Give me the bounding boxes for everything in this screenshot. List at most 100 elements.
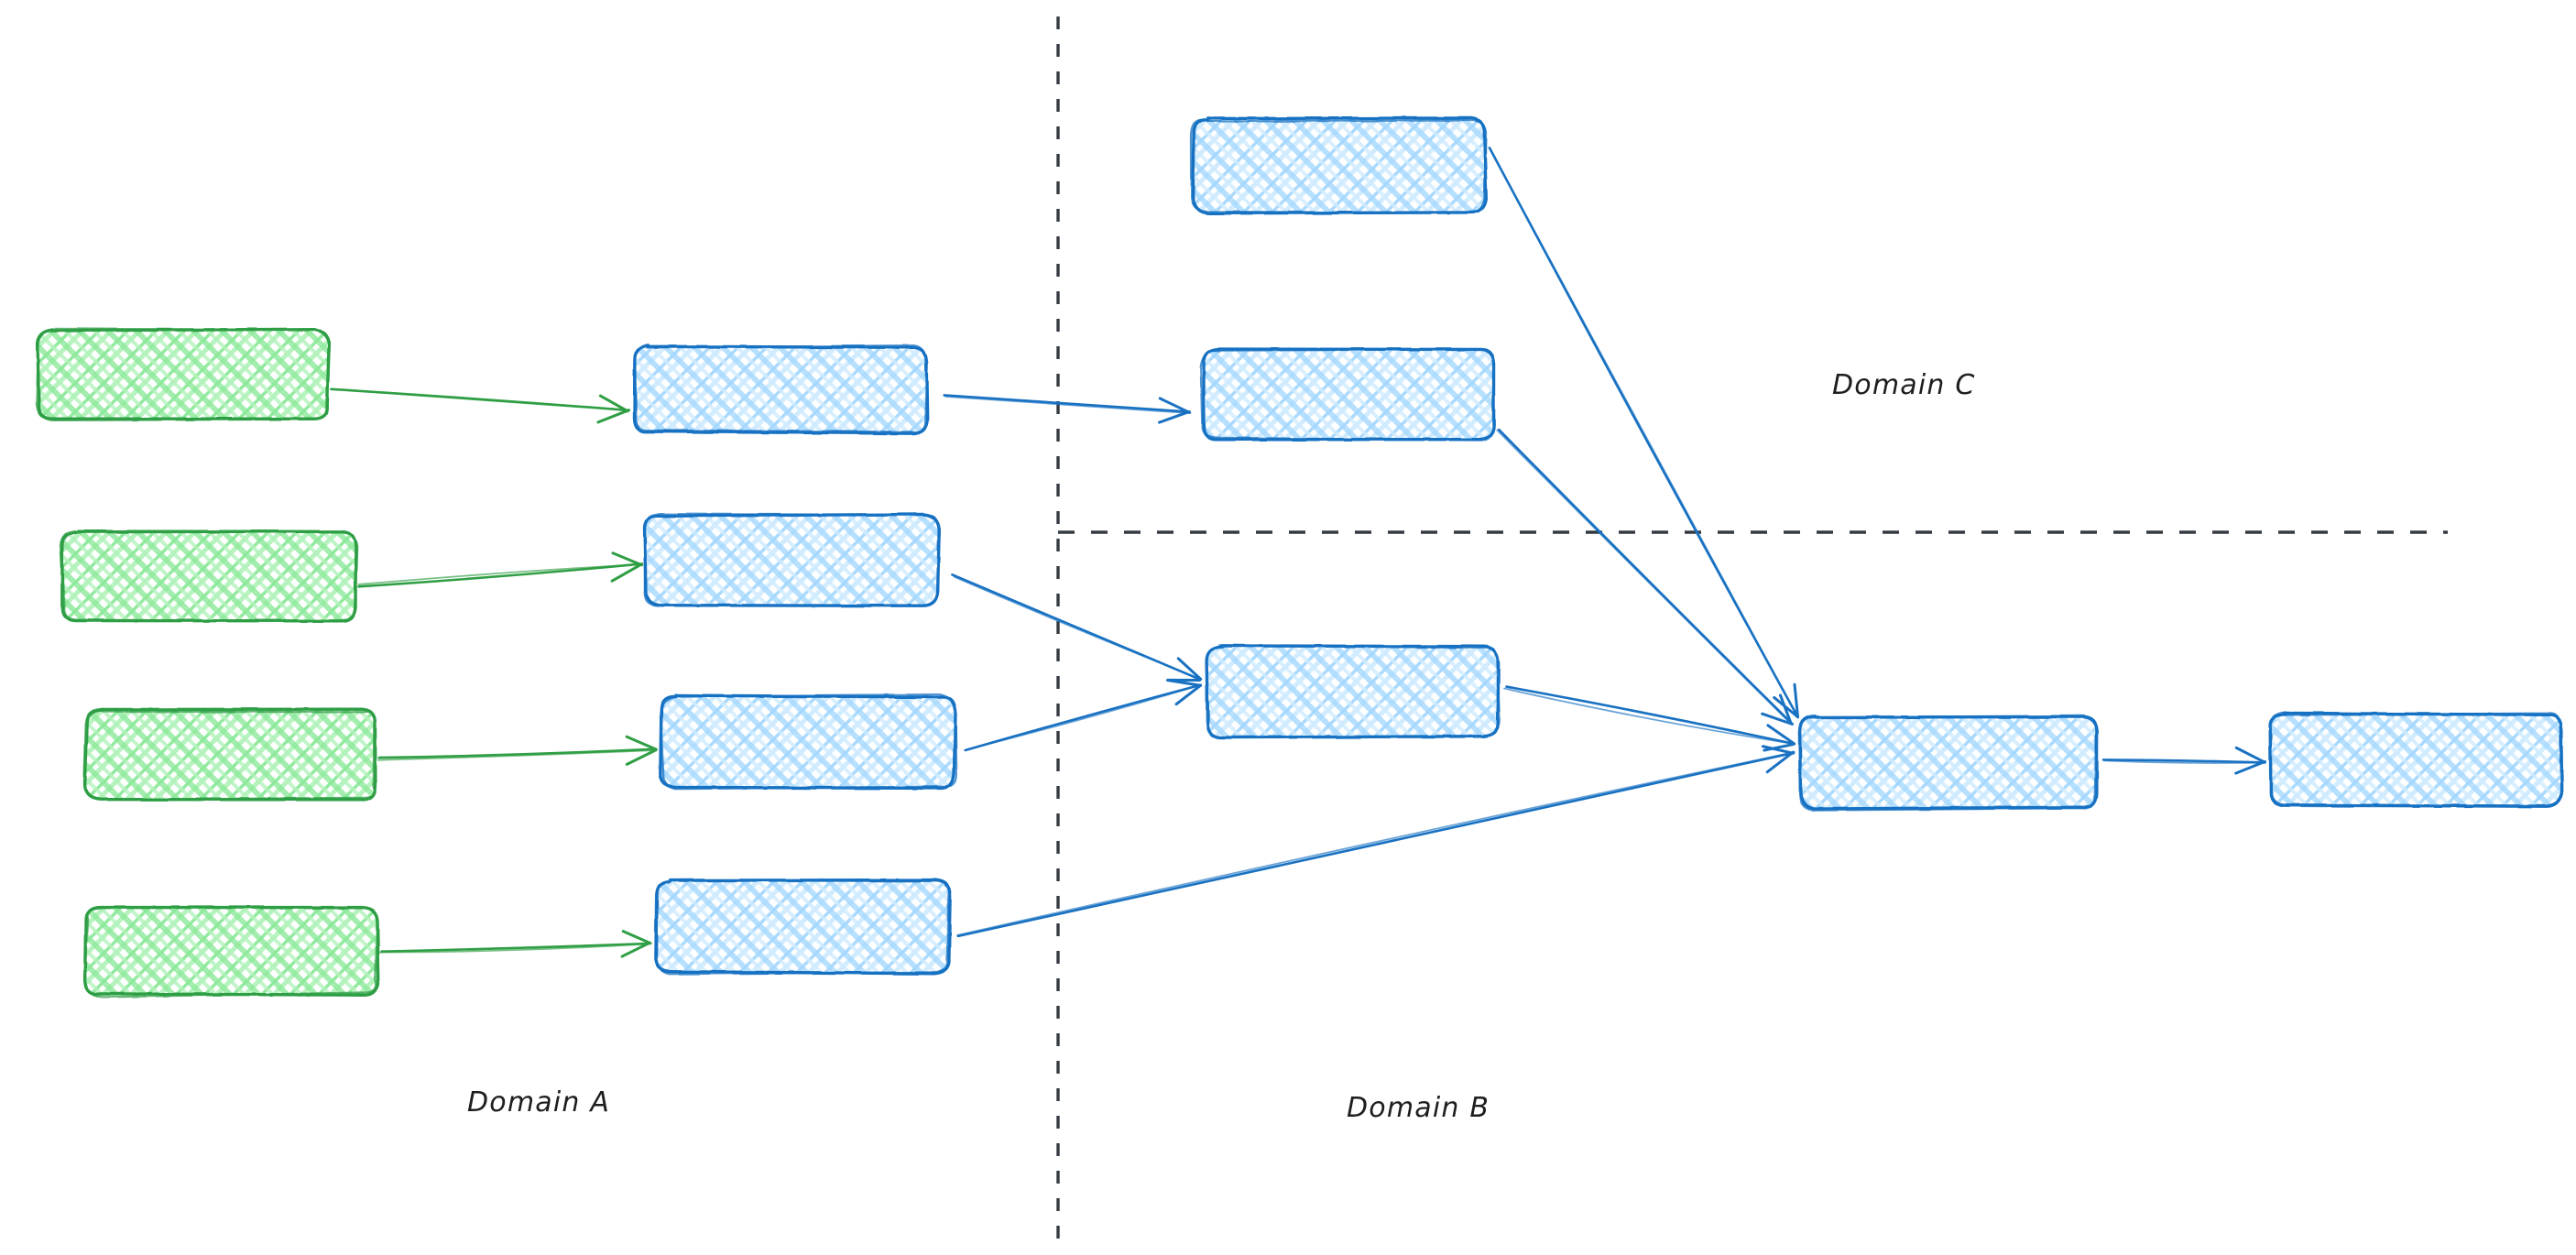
edge-arrowhead bbox=[598, 394, 629, 413]
edge-e-a4-m4[interactable] bbox=[378, 930, 652, 958]
node-outline bbox=[1190, 118, 1488, 214]
node-fill-hatch bbox=[634, 346, 927, 432]
edge-e-m4-c1[interactable] bbox=[956, 745, 1796, 938]
node-m1[interactable] bbox=[632, 344, 929, 435]
node-outline bbox=[643, 512, 942, 607]
node-c2[interactable] bbox=[2268, 711, 2564, 808]
node-m3[interactable] bbox=[659, 693, 958, 791]
edge-line bbox=[1497, 428, 1794, 726]
label-domain-a: Domain A bbox=[467, 1086, 610, 1119]
node-fill-hatch bbox=[656, 881, 949, 973]
edge-arrowhead bbox=[1778, 693, 1793, 726]
edge-line bbox=[944, 395, 1190, 414]
edge-arrowhead bbox=[2234, 759, 2266, 775]
node-fill-hatch bbox=[645, 515, 938, 605]
node-outline bbox=[82, 708, 376, 802]
node-outline bbox=[1199, 348, 1496, 442]
node-b3[interactable] bbox=[1205, 644, 1501, 739]
label-domain-b: Domain B bbox=[1347, 1092, 1490, 1124]
edge-arrowhead bbox=[1174, 683, 1203, 706]
edge-e-m1-b2[interactable] bbox=[943, 394, 1192, 424]
edge-line bbox=[965, 684, 1201, 751]
node-b1[interactable] bbox=[1190, 116, 1488, 215]
edge-e-c1-c2[interactable] bbox=[2101, 746, 2266, 775]
edge-arrowhead bbox=[1761, 745, 1796, 755]
node-m2[interactable] bbox=[642, 512, 942, 607]
node-m4[interactable] bbox=[653, 878, 952, 976]
edge-line bbox=[956, 751, 1796, 936]
edge-line bbox=[953, 575, 1201, 680]
edge-line bbox=[943, 394, 1191, 413]
edge-arrowhead bbox=[1763, 742, 1796, 752]
edge-arrowhead bbox=[596, 409, 631, 424]
edge-e-a1-m1[interactable] bbox=[330, 387, 631, 424]
node-outline bbox=[1205, 644, 1501, 738]
node-outline bbox=[1797, 715, 2098, 812]
node-fill-hatch bbox=[86, 710, 376, 800]
node-a1[interactable] bbox=[35, 327, 332, 421]
edge-arrowhead bbox=[625, 735, 658, 751]
node-fill-hatch bbox=[62, 531, 355, 621]
nodes-layer bbox=[35, 116, 2564, 999]
edge-e-a2-m2[interactable] bbox=[357, 551, 644, 588]
edge-line bbox=[357, 563, 642, 585]
edge-e-m2-b3[interactable] bbox=[951, 573, 1203, 682]
edge-e-b1-c1[interactable] bbox=[1488, 146, 1800, 719]
domain-labels-layer: Domain A Domain B Domain C bbox=[467, 369, 1976, 1124]
edge-arrowhead bbox=[611, 551, 643, 567]
edge-line bbox=[377, 748, 658, 759]
node-fill-hatch bbox=[1207, 647, 1499, 737]
label-domain-c: Domain C bbox=[1832, 369, 1976, 401]
node-fill-hatch bbox=[1203, 350, 1494, 440]
node-outline bbox=[83, 906, 378, 999]
edge-line bbox=[1503, 687, 1795, 745]
edge-line bbox=[1496, 429, 1793, 726]
node-outline bbox=[659, 693, 958, 791]
node-fill-hatch bbox=[38, 330, 328, 420]
edge-arrowhead bbox=[1766, 724, 1796, 746]
node-outline bbox=[35, 327, 332, 421]
edge-line bbox=[2101, 758, 2266, 764]
node-c1[interactable] bbox=[1797, 715, 2099, 812]
edge-arrowhead bbox=[610, 562, 644, 583]
edge-arrowhead bbox=[1176, 657, 1203, 681]
node-fill-hatch bbox=[2270, 714, 2561, 805]
node-fill-hatch bbox=[1194, 119, 1485, 213]
edge-arrowhead bbox=[620, 941, 651, 958]
edge-e-m3-b3[interactable] bbox=[964, 679, 1203, 752]
edge-line bbox=[1488, 146, 1799, 718]
node-a3[interactable] bbox=[82, 707, 377, 802]
edge-line bbox=[956, 751, 1796, 938]
edge-arrowhead bbox=[1761, 712, 1795, 726]
edge-line bbox=[357, 562, 643, 588]
edge-line bbox=[1505, 685, 1795, 746]
edge-line bbox=[377, 749, 658, 761]
edge-arrowhead bbox=[625, 748, 658, 766]
node-fill-hatch bbox=[86, 907, 377, 995]
node-b2[interactable] bbox=[1199, 347, 1496, 442]
edge-arrowhead bbox=[621, 930, 651, 944]
edge-e-a3-m3[interactable] bbox=[377, 735, 658, 766]
node-fill-hatch bbox=[1801, 716, 2096, 808]
edge-e-b3-c1[interactable] bbox=[1503, 685, 1796, 752]
edges-layer bbox=[330, 146, 2266, 958]
edge-arrowhead bbox=[1165, 679, 1202, 687]
edge-line bbox=[380, 942, 652, 953]
node-a4[interactable] bbox=[82, 905, 380, 999]
edge-line bbox=[331, 387, 628, 411]
edge-arrowhead bbox=[2234, 746, 2266, 764]
edge-line bbox=[2103, 759, 2265, 764]
node-outline bbox=[59, 529, 358, 623]
edge-e-b2-c1[interactable] bbox=[1496, 428, 1795, 726]
node-outline bbox=[634, 344, 929, 433]
domain-dividers bbox=[1056, 16, 2448, 1242]
edge-line bbox=[378, 943, 651, 954]
edge-arrowhead bbox=[1765, 750, 1795, 774]
edge-arrowhead bbox=[1157, 409, 1191, 424]
node-a2[interactable] bbox=[59, 529, 358, 623]
node-outline bbox=[2268, 711, 2564, 808]
node-fill-hatch bbox=[661, 696, 955, 788]
edge-arrowhead bbox=[1158, 397, 1192, 414]
